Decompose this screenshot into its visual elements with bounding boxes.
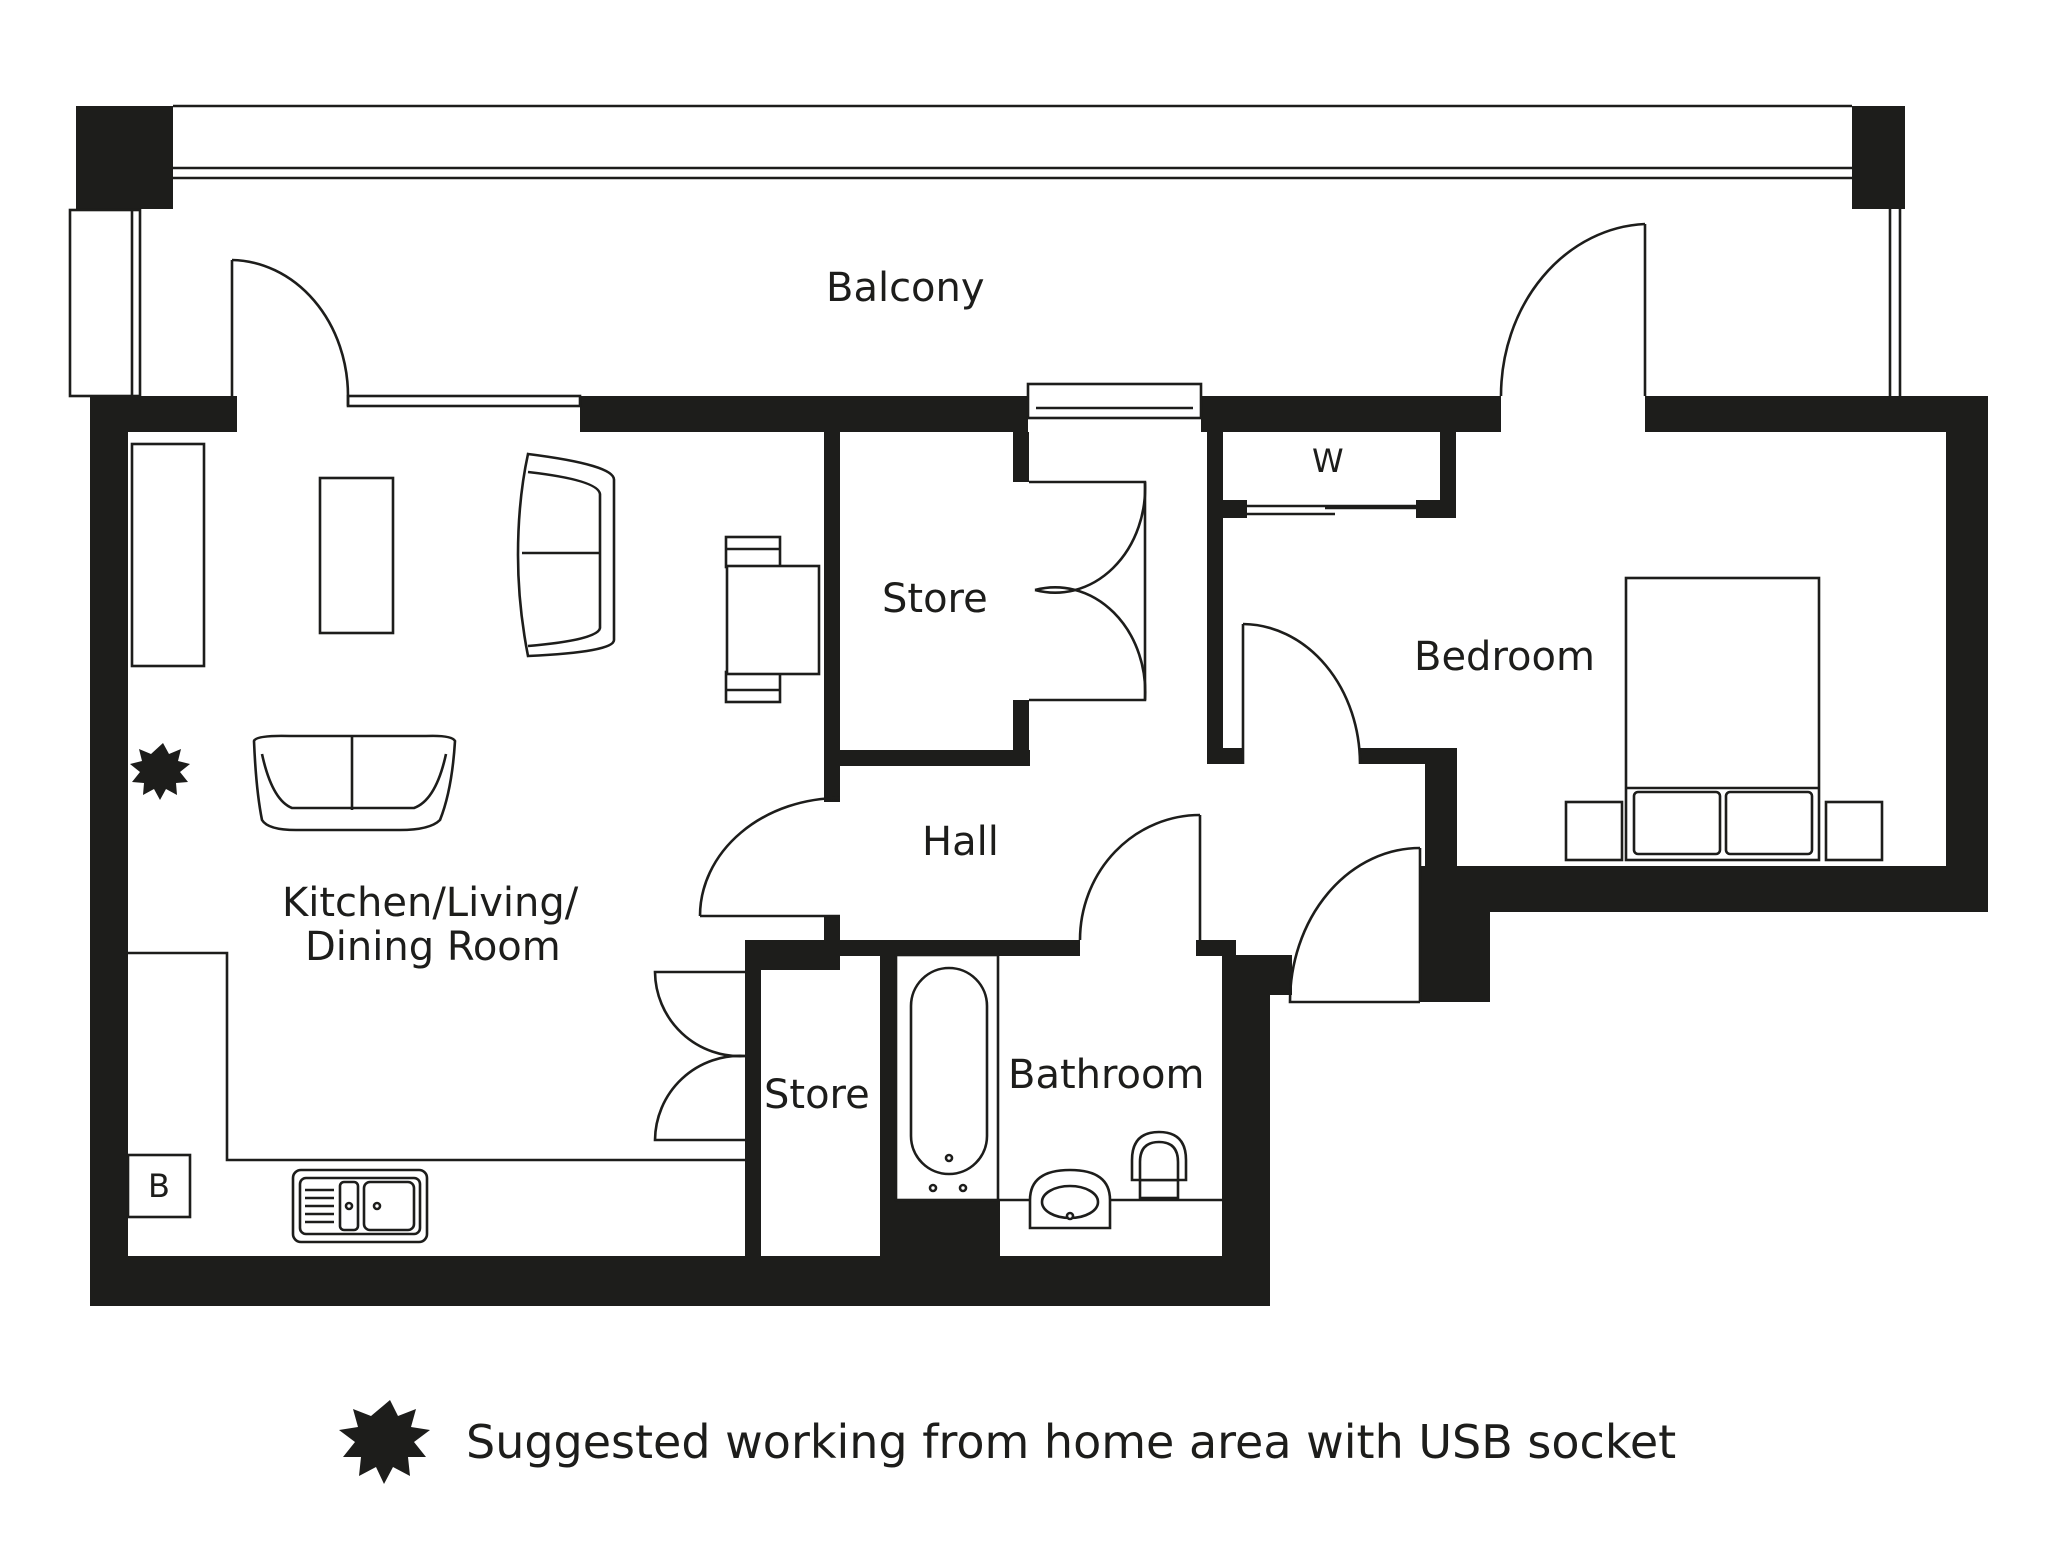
balcony [68,104,1905,398]
basin [998,1168,1222,1230]
label-kitchen-line2: Dining Room [305,924,561,970]
kitchen-counter [126,951,745,1219]
legend-star-burst-icon [339,1400,430,1484]
label-store-bottom: Store [764,1072,870,1118]
legend-text: Suggested working from home area with US… [466,1415,1676,1469]
kitchen-sink [291,1168,429,1244]
dining-table [724,535,821,704]
label-store-top: Store [882,576,988,622]
label-boiler: B [148,1167,170,1205]
label-balcony: Balcony [826,265,985,311]
room-labels: Balcony Store W Bedroom Hall Kitchen/Liv… [148,265,1595,1205]
wardrobe-doors [1247,504,1416,516]
walls [90,396,1988,1306]
windows [346,382,1203,420]
label-kitchen-line1: Kitchen/Living/ [282,880,579,926]
legend: Suggested working from home area with US… [339,1400,1676,1484]
toilet [1130,1130,1188,1200]
furniture [126,442,1884,1244]
armchair [516,452,616,658]
double-bed [1564,576,1884,862]
bath [894,953,1000,1202]
sofa [252,734,457,832]
label-bedroom: Bedroom [1414,634,1595,680]
tv-unit [130,442,206,668]
star-burst-icon [130,743,190,800]
doors [230,222,1647,1142]
label-hall: Hall [922,819,999,865]
coffee-table [318,476,395,635]
label-wardrobe: W [1312,442,1344,480]
label-bathroom: Bathroom [1008,1052,1204,1098]
